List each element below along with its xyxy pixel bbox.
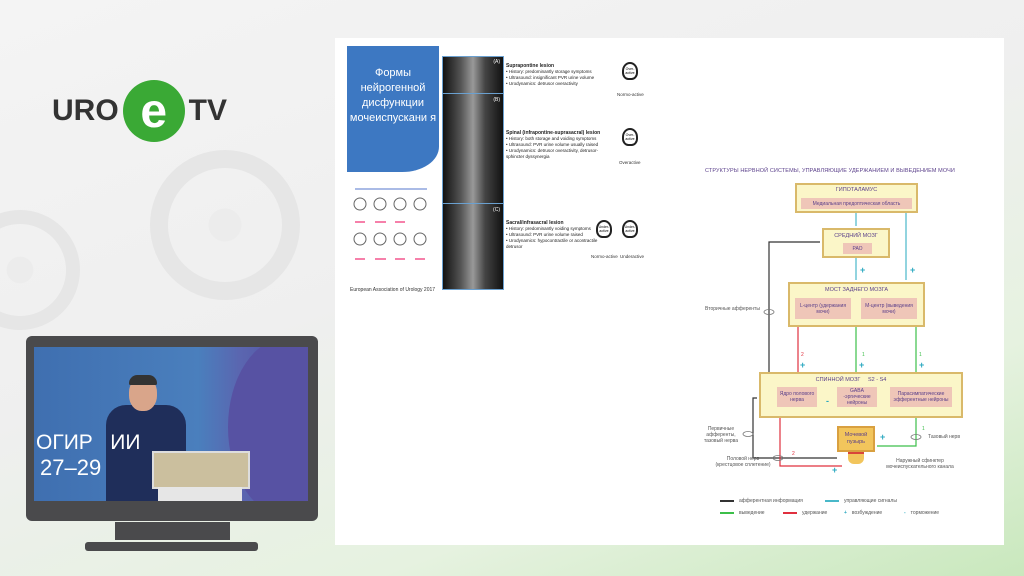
- slide-title: Формы нейрогенной дисфункции мочеиспуска…: [349, 67, 437, 124]
- plus-mark: +: [832, 465, 838, 475]
- slide-credit: European Association of Urology 2017: [350, 287, 436, 293]
- hypothalamus-title: ГИПОТАЛАМУС: [835, 187, 878, 193]
- bladder-icon: Over-active: [622, 128, 638, 146]
- section-tag: (B): [493, 97, 500, 103]
- legend-inhibition: -торможение: [904, 510, 940, 516]
- bladder-caption: Normo-active: [617, 92, 644, 97]
- bladder-icon: Under-active: [596, 220, 612, 238]
- plus-mark: +: [860, 265, 866, 275]
- pons-title: МОСТ ЗАДНЕГО МОЗГА: [824, 287, 888, 293]
- legend-voiding: выведение: [720, 510, 765, 516]
- spinal-cord-box: СПИННОЙ МОЗГ S2 - S4 Ядро полового нерва…: [759, 372, 963, 418]
- bladder-caption: Underactive: [620, 254, 645, 259]
- spinal-title: СПИННОЙ МОЗГ S2 - S4: [815, 377, 887, 383]
- plus-mark: +: [800, 360, 806, 370]
- pudendal-nucleus: Ядро полового нерва: [777, 387, 817, 407]
- logo-uro: URO: [52, 94, 119, 127]
- podium-base: [158, 487, 242, 501]
- label-secondary-afferents: Вторичные афференты: [705, 306, 760, 312]
- logo-tv: TV: [188, 94, 228, 127]
- bladder-box: Мочевой пузырь: [837, 426, 875, 452]
- midbrain-box: СРЕДНИЙ МОЗГ РАО: [822, 228, 890, 258]
- bladder-caption: Normo-active: [591, 254, 618, 259]
- minus-mark: -: [826, 396, 829, 406]
- pag: РАО: [843, 243, 872, 254]
- legend-excitation: +возбуждение: [844, 510, 883, 516]
- banner-date: 27–29: [40, 455, 102, 480]
- label-external-sphincter: Наружный сфинктер мочеиспускательного ка…: [886, 458, 954, 470]
- pathway-number: 2: [792, 451, 795, 457]
- hypothalamus-box: ГИПОТАЛАМУС Медиальная предоптическая об…: [795, 183, 918, 213]
- label-primary-afferents: Первичные афференты, тазовый нерва: [703, 426, 739, 444]
- banner-text: ОГИР ИИ: [36, 431, 141, 454]
- legend-storage: удержание: [783, 510, 827, 516]
- bladder-icon: Under-active: [622, 220, 638, 238]
- gaba-neurons: GABA -эргические нейроны: [837, 387, 877, 407]
- plus-mark: +: [880, 432, 886, 442]
- logo-mark: e: [122, 80, 185, 142]
- monitor-neck: [115, 522, 230, 540]
- section-tag: (C): [493, 207, 500, 213]
- plus-mark: +: [910, 265, 916, 275]
- mri-spine-image: (A) (B) (C): [442, 56, 504, 290]
- m-center: М-центр (выведения мочи): [861, 298, 917, 319]
- parasympathetic-neurons: Парасимпатические эфферентные нейроны: [890, 387, 952, 407]
- pathway-number: 1: [862, 352, 865, 358]
- monitor-base: [85, 542, 258, 551]
- bladder-icon: Over-active: [622, 62, 638, 80]
- speaker-video[interactable]: ОГИР ИИ 27–29: [34, 347, 308, 501]
- sphincter-icon: [848, 452, 864, 464]
- l-center: L-центр (удержания мочи): [795, 298, 851, 319]
- slide-title-box: Формы нейрогенной дисфункции мочеиспуска…: [347, 46, 439, 172]
- pathway-number: 2: [801, 352, 804, 358]
- lesion-section-c: Sacral/infrasacral lesion • History: pre…: [506, 220, 598, 249]
- speaker-hair: [129, 375, 157, 385]
- midbrain-title: СРЕДНИЙ МОЗГ: [834, 233, 878, 239]
- pathway-number: 1: [919, 352, 922, 358]
- legend-control: управляющие сигналы: [825, 498, 897, 504]
- label-pudendal-nerve: Половой нерв (крестцовое сплетение): [715, 456, 771, 468]
- lesion-section-b: Spinal (infrapontine-suprasacral) lesion…: [506, 130, 601, 159]
- lesion-section-a: Suprapontine lesion • History: predomina…: [506, 63, 595, 86]
- pons-box: МОСТ ЗАДНЕГО МОЗГА L-центр (удержания мо…: [788, 282, 925, 327]
- plus-mark: +: [919, 360, 925, 370]
- preoptic-area: Медиальная предоптическая область: [801, 198, 912, 209]
- diagram-title: СТРУКТУРЫ НЕРВНОЙ СИСТЕМЫ, УПРАВЛЯЮЩИЕ У…: [705, 168, 955, 174]
- plus-mark: +: [859, 360, 865, 370]
- bladder-caption: Overactive: [619, 160, 641, 165]
- bladder-types-thumbnail: [353, 188, 427, 260]
- urotv-logo: URO e TV: [52, 80, 227, 142]
- section-tag: (A): [493, 59, 500, 65]
- podium: [152, 451, 250, 489]
- legend-afferent: афферентная информация: [720, 498, 803, 504]
- label-pelvic-nerve: Тазовый нерв: [928, 434, 960, 440]
- pathway-number: 1: [922, 426, 925, 432]
